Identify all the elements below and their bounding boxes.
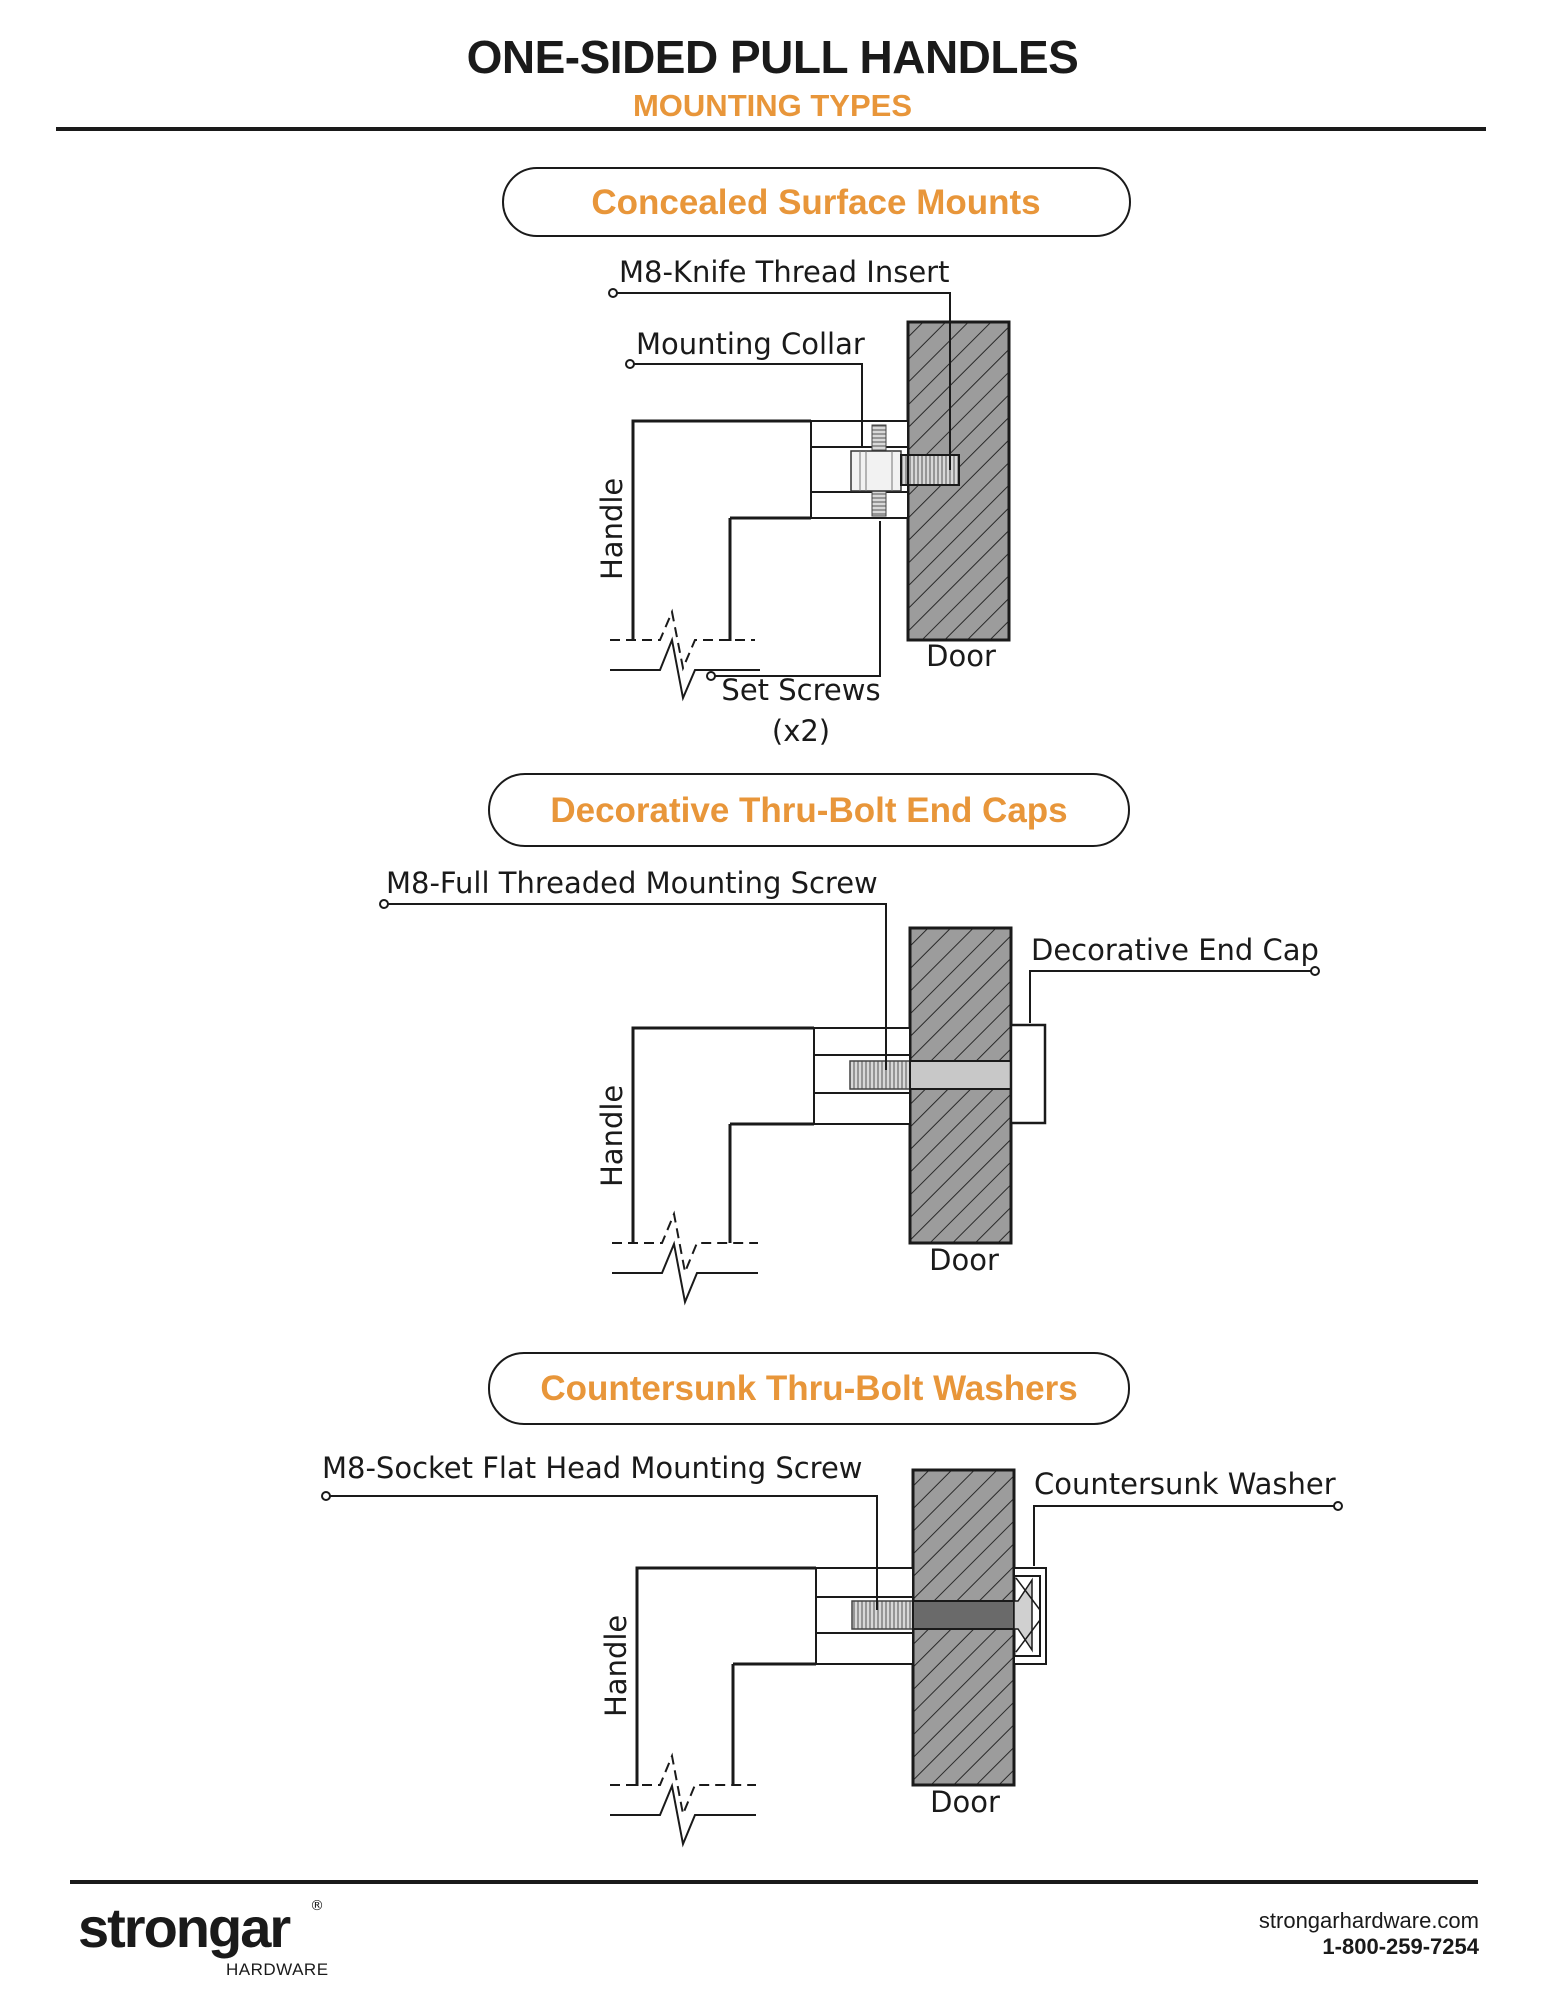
page-subtitle: MOUNTING TYPES (632, 88, 912, 123)
section-concealed-surface-mounts: Concealed Surface Mounts (502, 167, 1131, 748)
section-title-pill (502, 167, 1131, 237)
handle-outline (635, 1566, 816, 1786)
brand-logo: strongar (78, 1896, 291, 1959)
handle-break-line (610, 1752, 756, 1818)
section-title-pill (488, 1352, 1130, 1425)
handle-outline (631, 1026, 814, 1243)
label-socket-flat-head-screw: M8-Socket Flat Head Mounting Screw (322, 1451, 863, 1485)
label-set-screws-count: (x2) (772, 714, 830, 748)
label-handle: Handle (595, 1085, 629, 1187)
label-handle: Handle (595, 478, 629, 580)
label-knife-thread-insert: M8-Knife Thread Insert (619, 255, 949, 289)
label-door: Door (929, 1243, 999, 1277)
handle-break-line (610, 608, 755, 672)
brand-logo-sub: HARDWARE (226, 1960, 329, 1979)
label-decorative-end-cap: Decorative End Cap (1031, 933, 1319, 967)
section-title: Concealed Surface Mounts (591, 183, 1040, 222)
socket-flat-head-screw (851, 1600, 915, 1630)
label-door: Door (926, 639, 996, 673)
section-title: Countersunk Thru-Bolt Washers (540, 1369, 1077, 1408)
label-countersunk-washer: Countersunk Washer (1034, 1467, 1336, 1501)
countersunk-washer (1013, 1567, 1047, 1665)
section-countersunk-thru-bolt-washers: Countersunk Thru-Bolt Washers M8-Socket … (321, 1352, 1343, 1848)
phone-number: 1-800-259-7254 (1322, 1934, 1479, 1959)
label-handle: Handle (599, 1615, 633, 1717)
handle-outline (631, 419, 811, 641)
page-title: ONE-SIDED PULL HANDLES (466, 31, 1079, 83)
handle-break-line (612, 1210, 758, 1276)
website-link[interactable]: strongarhardware.com (1258, 1908, 1479, 1933)
label-full-threaded-screw: M8-Full Threaded Mounting Screw (386, 866, 878, 900)
section-title-pill (488, 773, 1130, 847)
decorative-end-cap (1009, 1023, 1047, 1125)
section-title: Decorative Thru-Bolt End Caps (550, 791, 1067, 830)
label-set-screws: Set Screws (721, 673, 880, 707)
label-mounting-collar: Mounting Collar (636, 327, 865, 361)
set-screw-top (871, 424, 887, 454)
registered-mark: ® (310, 1898, 324, 1914)
label-door: Door (930, 1785, 1000, 1819)
section-decorative-thru-bolt-end-caps: Decorative Thru-Bolt End Caps M8-Full Th… (379, 773, 1320, 1306)
